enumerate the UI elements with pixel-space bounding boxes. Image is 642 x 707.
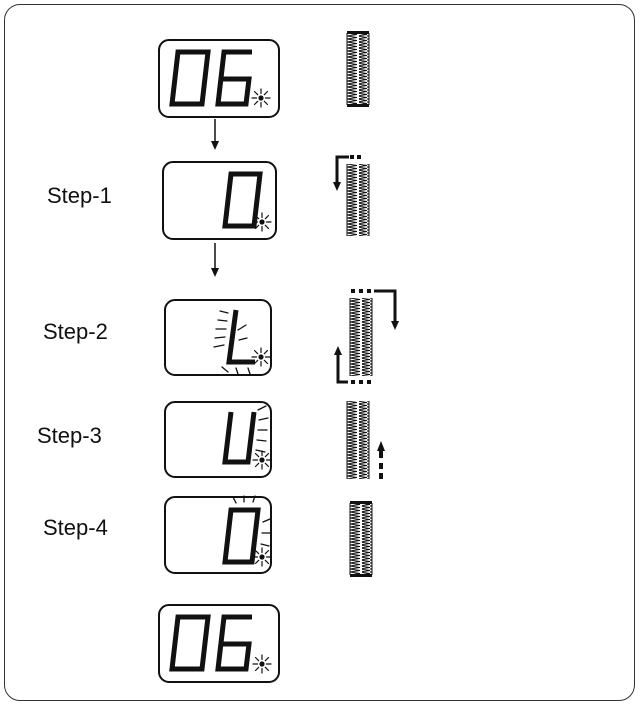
buttonhole-stitch-step-1: [333, 155, 370, 236]
step-1-label: Step-1: [47, 183, 112, 208]
step-3-label: Step-3: [37, 423, 102, 448]
lcd-display-step-1: [162, 161, 277, 240]
buttonhole-stitch-step-4: [349, 500, 373, 578]
lcd-display-end: [158, 604, 280, 683]
buttonhole-stitch-step-2: [334, 289, 399, 384]
diagram-frame: [4, 4, 635, 701]
lcd-display-step-2: [164, 299, 272, 376]
step-2-label: Step-2: [43, 319, 108, 344]
buttonhole-stitch-step-3: [346, 401, 385, 479]
flow-arrow: [211, 243, 219, 277]
flow-arrow: [211, 119, 219, 150]
step-4-label: Step-4: [43, 515, 108, 540]
lcd-display-start: [158, 39, 280, 118]
buttonhole-stitch-complete: [346, 30, 370, 108]
lcd-display-step-3: [164, 401, 272, 478]
lcd-display-step-4: [164, 495, 272, 574]
